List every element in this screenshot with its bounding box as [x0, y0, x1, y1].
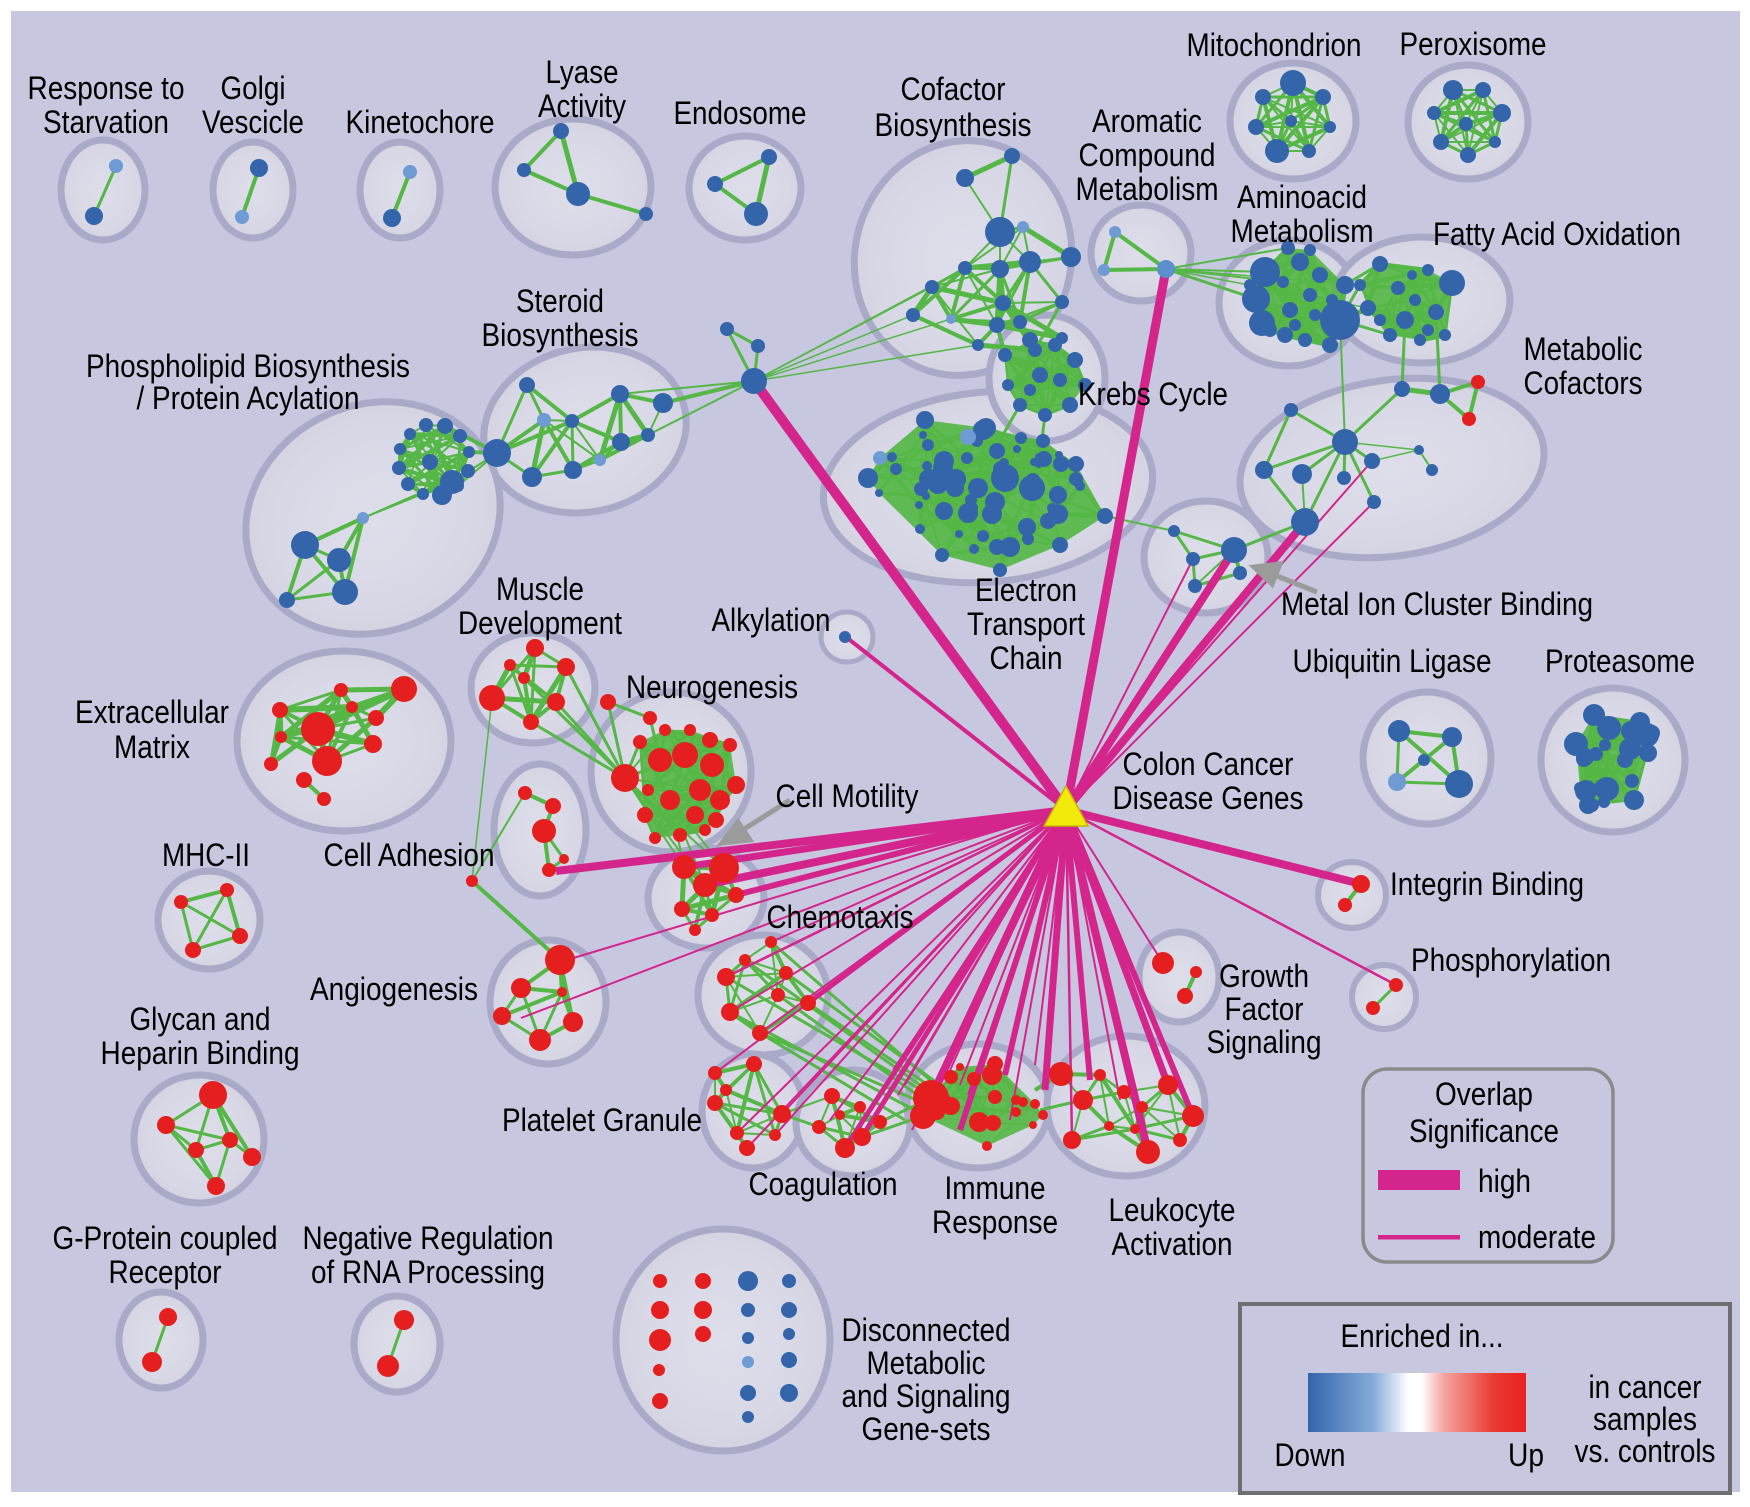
svg-text:Metal Ion Cluster Binding: Metal Ion Cluster Binding — [1281, 586, 1593, 622]
svg-text:Muscle: Muscle — [496, 571, 584, 607]
svg-text:Immune: Immune — [945, 1170, 1046, 1206]
svg-text:Factor: Factor — [1225, 991, 1304, 1027]
svg-text:Response: Response — [932, 1204, 1058, 1240]
svg-text:Peroxisome: Peroxisome — [1400, 26, 1547, 62]
svg-text:samples: samples — [1593, 1401, 1697, 1437]
svg-text:Platelet Granule: Platelet Granule — [502, 1102, 702, 1138]
svg-text:Metabolism: Metabolism — [1231, 213, 1374, 249]
svg-text:Glycan and: Glycan and — [130, 1001, 271, 1037]
svg-text:Activity: Activity — [538, 88, 626, 124]
svg-text:Phospholipid Biosynthesis: Phospholipid Biosynthesis — [86, 348, 410, 384]
svg-text:Angiogenesis: Angiogenesis — [310, 971, 478, 1007]
svg-text:Disconnected: Disconnected — [842, 1312, 1011, 1348]
svg-text:Extracellular: Extracellular — [75, 694, 229, 730]
svg-text:Coagulation: Coagulation — [749, 1166, 898, 1202]
svg-text:Heparin Binding: Heparin Binding — [101, 1035, 300, 1071]
svg-text:Overlap: Overlap — [1435, 1076, 1533, 1112]
svg-text:Proteasome: Proteasome — [1545, 643, 1695, 679]
svg-text:Kinetochore: Kinetochore — [346, 104, 495, 140]
svg-text:Electron: Electron — [975, 572, 1077, 608]
svg-text:Alkylation: Alkylation — [712, 602, 831, 638]
svg-text:Fatty Acid Oxidation: Fatty Acid Oxidation — [1433, 216, 1681, 252]
svg-text:Krebs Cycle: Krebs Cycle — [1078, 376, 1228, 412]
svg-text:Signaling: Signaling — [1207, 1024, 1322, 1060]
svg-text:Response to: Response to — [28, 70, 185, 106]
svg-text:Endosome: Endosome — [674, 95, 807, 131]
svg-text:Gene-sets: Gene-sets — [862, 1411, 991, 1447]
svg-text:Disease Genes: Disease Genes — [1113, 780, 1304, 816]
svg-text:moderate: moderate — [1478, 1219, 1596, 1255]
svg-text:Cofactors: Cofactors — [1524, 365, 1643, 401]
svg-text:G-Protein coupled: G-Protein coupled — [53, 1220, 278, 1256]
svg-text:of RNA Processing: of RNA Processing — [311, 1254, 545, 1290]
svg-text:Activation: Activation — [1112, 1226, 1233, 1262]
svg-text:Ubiquitin Ligase: Ubiquitin Ligase — [1293, 643, 1492, 679]
svg-text:Down: Down — [1275, 1437, 1346, 1473]
svg-text:Biosynthesis: Biosynthesis — [482, 317, 639, 353]
svg-text:MHC-II: MHC-II — [162, 837, 250, 873]
svg-text:Integrin Binding: Integrin Binding — [1390, 866, 1584, 902]
svg-text:Transport: Transport — [967, 606, 1085, 642]
svg-text:Phosphorylation: Phosphorylation — [1411, 942, 1611, 978]
svg-text:Development: Development — [458, 605, 622, 641]
svg-text:Steroid: Steroid — [516, 283, 604, 319]
svg-text:Negative Regulation: Negative Regulation — [303, 1220, 554, 1256]
svg-text:Cofactor: Cofactor — [901, 71, 1006, 107]
svg-text:Cell Adhesion: Cell Adhesion — [324, 837, 495, 873]
svg-text:Chain: Chain — [990, 640, 1063, 676]
svg-text:Matrix: Matrix — [114, 729, 190, 765]
svg-text:Vescicle: Vescicle — [202, 104, 304, 140]
svg-text:high: high — [1478, 1163, 1531, 1199]
svg-text:Up: Up — [1508, 1437, 1544, 1473]
svg-text:Leukocyte: Leukocyte — [1109, 1192, 1236, 1228]
svg-text:Significance: Significance — [1409, 1113, 1559, 1149]
svg-text:Biosynthesis: Biosynthesis — [875, 107, 1032, 143]
svg-text:Metabolic: Metabolic — [1524, 331, 1643, 367]
svg-text:Compound: Compound — [1079, 137, 1216, 173]
svg-text:in cancer: in cancer — [1589, 1369, 1702, 1405]
svg-text:Neurogenesis: Neurogenesis — [626, 669, 798, 705]
svg-text:Growth: Growth — [1219, 958, 1309, 994]
svg-text:Metabolism: Metabolism — [1076, 171, 1219, 207]
svg-text:Cell Motility: Cell Motility — [776, 778, 919, 814]
svg-text:/ Protein Acylation: / Protein Acylation — [137, 380, 360, 416]
svg-text:vs. controls: vs. controls — [1575, 1433, 1716, 1469]
svg-text:Golgi: Golgi — [221, 70, 286, 106]
svg-text:Aromatic: Aromatic — [1092, 103, 1202, 139]
svg-text:and Signaling: and Signaling — [842, 1378, 1011, 1414]
svg-text:Chemotaxis: Chemotaxis — [767, 899, 914, 935]
svg-text:Mitochondrion: Mitochondrion — [1187, 27, 1362, 63]
svg-text:Metabolic: Metabolic — [867, 1345, 986, 1381]
svg-text:Aminoacid: Aminoacid — [1237, 179, 1367, 215]
svg-text:Starvation: Starvation — [43, 104, 169, 140]
svg-text:Enriched in...: Enriched in... — [1341, 1318, 1504, 1354]
svg-text:Colon Cancer: Colon Cancer — [1123, 746, 1294, 782]
svg-text:Lyase: Lyase — [546, 54, 619, 90]
svg-text:Receptor: Receptor — [109, 1254, 222, 1290]
